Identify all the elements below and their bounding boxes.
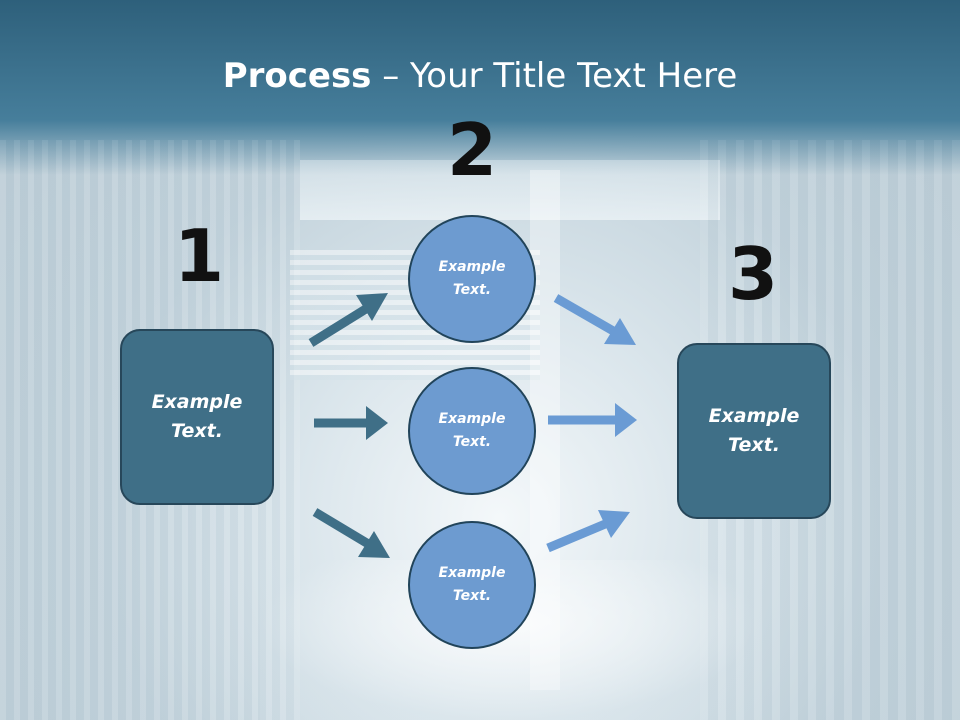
circle-top-text: Example Text.	[439, 256, 506, 302]
slide-title-rest: – Your Title Text Here	[371, 56, 738, 96]
circle-bottom-line1: Example	[438, 565, 506, 581]
step-1-box-text: Example Text.	[152, 388, 243, 446]
step-number-2: 2	[446, 108, 498, 192]
circle-bottom-line2: Text.	[452, 588, 492, 604]
slide-title-bold: Process	[222, 56, 372, 96]
step-3-label-line2: Text.	[728, 434, 780, 456]
step-3-box-text: Example Text.	[709, 402, 800, 460]
step-1-label-line2: Text.	[171, 420, 223, 442]
step-3-box[interactable]: Example Text.	[677, 343, 831, 519]
circle-top-line2: Text.	[452, 282, 492, 298]
step-2-circle-middle[interactable]: Example Text.	[408, 367, 536, 495]
circle-bottom-text: Example Text.	[439, 562, 506, 608]
circle-middle-text: Example Text.	[439, 408, 506, 454]
circle-middle-line1: Example	[438, 411, 506, 427]
step-number-1: 1	[173, 214, 225, 298]
step-2-circle-top[interactable]: Example Text.	[408, 215, 536, 343]
step-2-circle-bottom[interactable]: Example Text.	[408, 521, 536, 649]
circle-top-line1: Example	[438, 259, 506, 275]
circle-middle-line2: Text.	[452, 434, 492, 450]
step-3-label-line1: Example	[708, 405, 800, 427]
slide-title: Process – Your Title Text Here	[0, 54, 960, 98]
step-number-3: 3	[727, 232, 779, 316]
step-1-box[interactable]: Example Text.	[120, 329, 274, 505]
step-1-label-line1: Example	[151, 391, 243, 413]
background-ceiling	[300, 160, 720, 220]
